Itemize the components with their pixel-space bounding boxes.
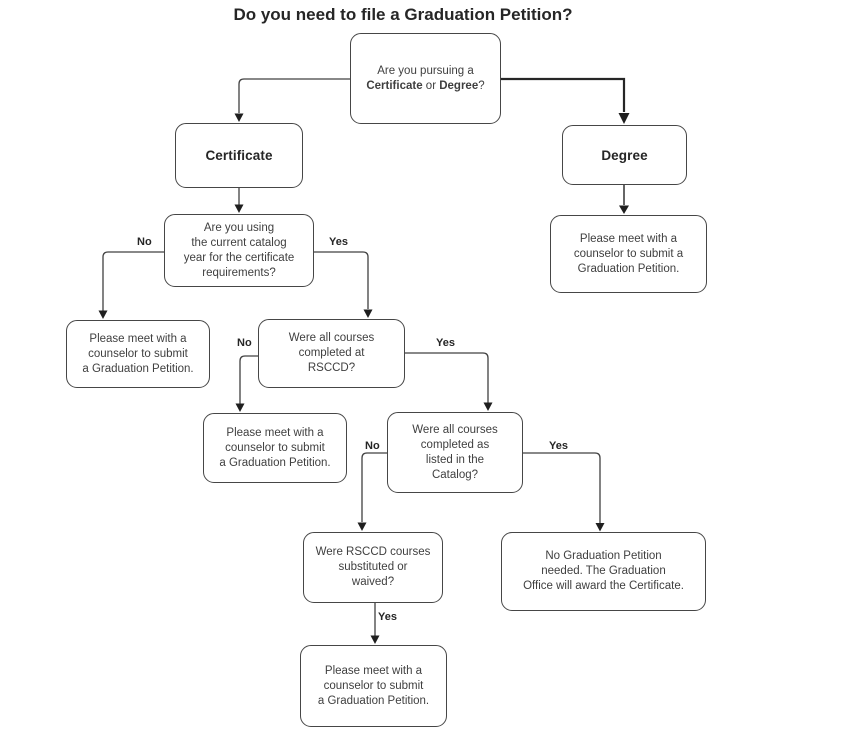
edge-catalog-listed-no [361, 452, 387, 522]
page-title: Do you need to file a Graduation Petitio… [233, 5, 573, 24]
edge-label-yes-rsccd: Yes [436, 337, 455, 349]
edge-rsccd-no [239, 355, 258, 404]
edge-label-yes-substituted: Yes [378, 611, 397, 623]
edge-label-no-rsccd: No [237, 337, 252, 349]
node-petition-left-text: Please meet with a counselor to submit a… [82, 332, 194, 375]
arrowhead-petition-left [98, 310, 108, 319]
edge-label-no-catalog-year: No [137, 236, 152, 248]
arrowhead-catalog-listed [483, 402, 493, 411]
edge-catalog-year-no [102, 251, 164, 311]
edge-catalog-listed-yes [523, 452, 601, 523]
node-no-petition-outcome: No Graduation Petition needed. The Gradu… [501, 532, 706, 611]
node-degree-outcome-text: Please meet with a counselor to submit a… [573, 232, 684, 275]
edge-label-yes-catalog-year: Yes [329, 236, 348, 248]
node-catalog-year-question: Are you using the current catalog year f… [164, 214, 314, 287]
edge-label-yes-catalog-listed: Yes [549, 440, 568, 452]
node-petition-mid: Please meet with a counselor to submit a… [203, 413, 347, 483]
node-substituted-text: Were RSCCD courses substituted or waived… [315, 546, 431, 588]
bold-certificate-word: Certificate [366, 79, 423, 92]
node-root-question-text: Are you pursuing a Certificate or Degree… [366, 64, 485, 92]
node-petition-bottom-text: Please meet with a counselor to submit a… [317, 664, 430, 707]
node-petition-left: Please meet with a counselor to submit a… [66, 320, 210, 388]
edge-catalog-year-yes [314, 251, 369, 309]
arrowhead-degree-outcome [619, 205, 629, 214]
arrowhead-no-petition [595, 523, 605, 532]
node-degree-label: Degree [601, 147, 648, 163]
node-no-petition-text: No Graduation Petition needed. The Gradu… [523, 550, 684, 592]
node-rsccd-question: Were all courses completed at RSCCD? [258, 319, 405, 388]
arrowhead-certificate [234, 113, 244, 122]
arrowhead-degree [618, 113, 630, 124]
arrowhead-catalog-year [234, 204, 244, 213]
node-certificate: Certificate [175, 123, 303, 188]
edge-rsccd-yes [405, 352, 489, 403]
arrowhead-petition-mid [235, 403, 245, 412]
node-degree-outcome: Please meet with a counselor to submit a… [550, 215, 707, 293]
arrowhead-substituted [357, 522, 367, 531]
arrowhead-petition-bottom [370, 635, 380, 644]
arrowhead-rsccd [363, 309, 373, 318]
bold-degree-word: Degree [439, 79, 479, 92]
node-root-question: Are you pursuing a Certificate or Degree… [350, 33, 501, 124]
node-catalog-listed-question: Were all courses completed as listed in … [387, 412, 523, 493]
node-substituted-question: Were RSCCD courses substituted or waived… [303, 532, 443, 603]
edge-label-no-catalog-listed: No [365, 440, 380, 452]
node-certificate-label: Certificate [205, 148, 273, 163]
node-petition-bottom: Please meet with a counselor to submit a… [300, 645, 447, 727]
node-catalog-listed-text: Were all courses completed as listed in … [412, 423, 498, 481]
edge-root-to-certificate [238, 78, 350, 113]
node-rsccd-text: Were all courses completed at RSCCD? [288, 332, 375, 374]
edge-root-to-degree [501, 77, 626, 112]
node-catalog-year-text: Are you using the current catalog year f… [183, 221, 295, 279]
node-petition-mid-text: Please meet with a counselor to submit a… [219, 426, 331, 469]
node-degree: Degree [562, 125, 687, 185]
